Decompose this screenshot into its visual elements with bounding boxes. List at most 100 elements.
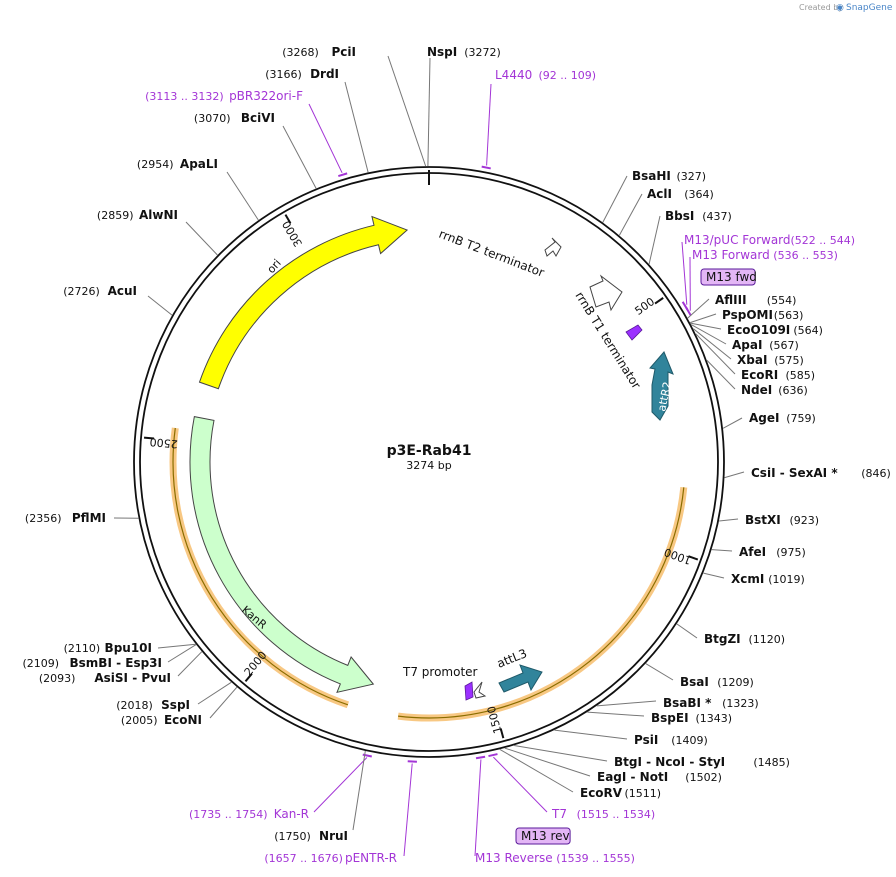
attr2-feature-arrow[interactable] <box>649 351 674 421</box>
restriction-site[interactable]: NruI(1750) <box>274 829 348 843</box>
scale-tick <box>688 555 699 561</box>
restriction-site[interactable]: AflIII(554) <box>715 293 796 307</box>
site-leader <box>618 193 643 236</box>
site-leader <box>724 471 745 479</box>
primer-leader <box>493 756 548 813</box>
restriction-site[interactable]: AclI(364) <box>647 187 714 201</box>
site-leader <box>157 643 196 649</box>
rrnb-t2-feature-arrow[interactable] <box>544 237 562 257</box>
restriction-site[interactable]: BbsI(437) <box>665 209 732 223</box>
restriction-site[interactable]: EcoNI(2005) <box>121 713 202 727</box>
primer-leader <box>681 241 688 305</box>
site-position: (2110) <box>64 642 101 655</box>
site-leader <box>344 81 369 173</box>
primer-label[interactable]: M13 fwd <box>700 268 757 286</box>
scale-tick-label: 2500 <box>149 435 178 450</box>
site-leader <box>514 745 608 762</box>
restriction-site[interactable]: ApaI(567) <box>732 338 799 352</box>
primer-name: M13 Forward <box>692 248 770 262</box>
primer-label[interactable]: M13 rev <box>515 827 571 845</box>
restriction-site[interactable]: BstXI(923) <box>745 513 819 527</box>
primer-range: (92 .. 109) <box>539 69 597 82</box>
restriction-site[interactable]: AgeI(759) <box>749 411 816 425</box>
restriction-site[interactable]: Bpu10I(2110) <box>64 641 152 655</box>
plasmid-size: 3274 bp <box>406 459 451 472</box>
site-leader <box>692 328 732 360</box>
scale-tick-label: 2000 <box>242 649 270 679</box>
kanr-feature-arrow[interactable] <box>189 416 375 694</box>
ori-feature-arrow[interactable] <box>198 215 409 390</box>
restriction-site[interactable]: AsiSI - PvuI(2093) <box>39 671 171 685</box>
primer-label[interactable]: pBR322ori-F(3113 .. 3132) <box>145 89 303 103</box>
site-name: PsiI <box>634 733 658 747</box>
restriction-site[interactable]: BciVI(3070) <box>194 111 275 125</box>
attl3-feature-arrow[interactable] <box>498 664 543 693</box>
restriction-site[interactable]: BsmBI - Esp3I(2109) <box>23 656 162 670</box>
restriction-site[interactable]: CsiI - SexAI *(846) <box>751 466 891 480</box>
site-position: (846) <box>861 467 891 480</box>
restriction-site[interactable]: PflMI(2356) <box>25 511 106 525</box>
site-position: (3272) <box>464 46 501 59</box>
restriction-site[interactable]: NdeI(636) <box>741 383 808 397</box>
site-leader <box>226 171 259 221</box>
primer-name: M13 Reverse <box>475 851 553 865</box>
primer-label[interactable]: M13 Forward(536 .. 553) <box>692 248 838 262</box>
site-name: BtgZI <box>704 632 741 646</box>
restriction-site[interactable]: PciI(3268) <box>282 45 356 59</box>
restriction-site[interactable]: BspEI(1343) <box>651 711 732 725</box>
rrnb-t1-feature-arrow[interactable] <box>589 274 623 312</box>
primer-label[interactable]: M13 Reverse(1539 .. 1555) <box>475 851 635 865</box>
site-position: (923) <box>790 514 820 527</box>
primer-label[interactable]: M13/pUC Forward(522 .. 544) <box>684 233 855 247</box>
restriction-site[interactable]: EagI - NotI(1502) <box>597 770 722 784</box>
restriction-site[interactable]: XbaI(575) <box>737 353 804 367</box>
primer-range: (1735 .. 1754) <box>189 808 268 821</box>
restriction-site[interactable]: BsaBI *(1323) <box>663 696 759 710</box>
site-name: AfeI <box>739 545 766 559</box>
backbone-outer <box>133 166 725 758</box>
site-name: XcmI <box>731 572 764 586</box>
t7-promoter-feature-arrow[interactable] <box>473 681 487 699</box>
primer-name: T7 <box>551 807 567 821</box>
site-position: (2109) <box>23 657 60 670</box>
primer-bind-mark <box>338 172 348 177</box>
restriction-site[interactable]: BsaHI(327) <box>632 169 706 183</box>
primer-label[interactable]: T7(1515 .. 1534) <box>551 807 655 821</box>
site-leader <box>706 360 736 390</box>
restriction-site[interactable]: PspOMI(563) <box>722 308 803 322</box>
site-position: (3070) <box>194 112 231 125</box>
restriction-site[interactable]: DrdI(3166) <box>265 67 339 81</box>
primer-label[interactable]: L4440(92 .. 109) <box>495 68 596 82</box>
site-name: ApaI <box>732 338 762 352</box>
site-leader <box>587 711 645 717</box>
restriction-site[interactable]: SspI(2018) <box>116 698 190 712</box>
restriction-site[interactable]: PsiI(1409) <box>634 733 708 747</box>
restriction-site[interactable]: XcmI(1019) <box>731 572 805 586</box>
site-name: SspI <box>161 698 190 712</box>
restriction-site[interactable]: AlwNI(2859) <box>97 208 178 222</box>
restriction-site[interactable]: EcoRV(1511) <box>580 786 661 800</box>
restriction-site[interactable]: BtgI - NcoI - StyI(1485) <box>614 755 790 769</box>
restriction-site[interactable]: BtgZI(1120) <box>704 632 785 646</box>
restriction-site[interactable]: EcoRI(585) <box>741 368 815 382</box>
site-leader <box>719 518 739 522</box>
scale-tick-label: 500 <box>632 295 657 318</box>
site-name: ApaLI <box>180 157 218 171</box>
restriction-site[interactable]: NspI(3272) <box>427 45 501 59</box>
restriction-site[interactable]: BsaI(1209) <box>680 675 754 689</box>
restriction-site[interactable]: ApaLI(2954) <box>137 157 218 171</box>
primer-label[interactable]: pENTR-R(1657 .. 1676) <box>264 851 397 865</box>
site-position: (1209) <box>717 676 754 689</box>
site-position: (585) <box>786 369 816 382</box>
site-position: (1511) <box>625 787 662 800</box>
restriction-site[interactable]: EcoO109I(564) <box>727 323 823 337</box>
insert-line-left <box>172 427 349 706</box>
site-name: BbsI <box>665 209 694 223</box>
site-name: AcuI <box>108 284 137 298</box>
site-name: XbaI <box>737 353 767 367</box>
restriction-site[interactable]: AcuI(2726) <box>63 284 137 298</box>
primer-label[interactable]: Kan-R(1735 .. 1754) <box>189 807 309 821</box>
site-leader <box>711 549 733 552</box>
restriction-site[interactable]: AfeI(975) <box>739 545 806 559</box>
t7-primer-arrow <box>464 681 474 701</box>
